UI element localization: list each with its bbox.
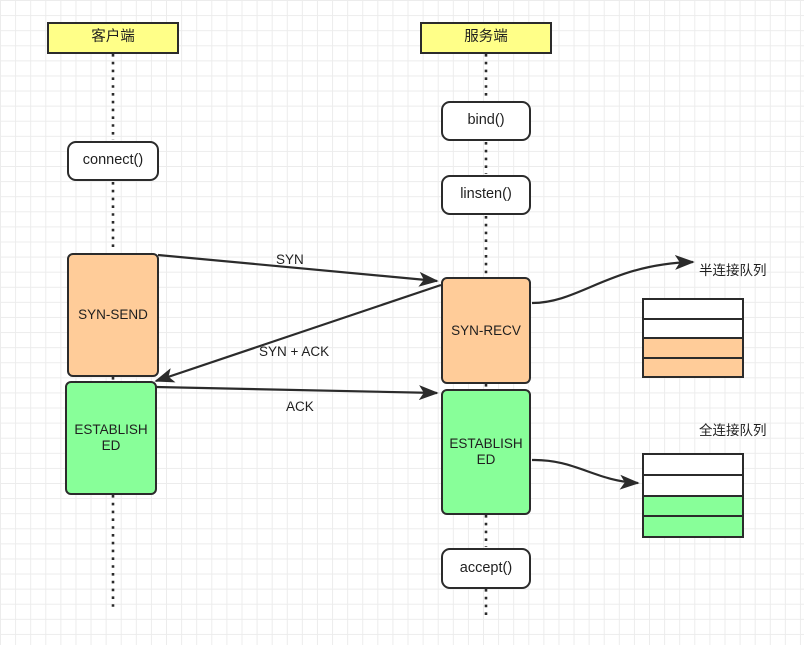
server-node-syn-recv[interactable]: SYN-RECV <box>441 277 531 384</box>
actor-server-label: 服务端 <box>464 29 508 46</box>
queue-row <box>644 496 742 518</box>
full-connection-queue[interactable] <box>642 453 744 538</box>
ack-arrow <box>155 385 439 401</box>
client-node-established[interactable]: ESTABLISH ED <box>65 381 157 495</box>
client-node-established-label: ESTABLISH ED <box>74 422 148 453</box>
queue-row <box>644 358 742 376</box>
queue-row <box>644 455 742 476</box>
server-node-accept[interactable]: accept() <box>441 548 531 589</box>
half-connection-queue[interactable] <box>642 298 744 378</box>
server-node-accept-label: accept() <box>459 559 513 576</box>
queue-row <box>644 517 742 536</box>
actor-client[interactable]: 客户端 <box>47 22 179 54</box>
queue-row <box>644 339 742 359</box>
message-label-ack: ACK <box>286 399 314 414</box>
message-ack-text: ACK <box>286 399 314 414</box>
half-connection-queue-label-text: 半连接队列 <box>699 263 767 278</box>
half-connection-queue-label: 半连接队列 <box>699 259 767 279</box>
server-node-established-label: ESTABLISH ED <box>449 436 523 467</box>
client-node-connect-label: connect() <box>82 152 144 169</box>
actor-client-label: 客户端 <box>91 29 135 46</box>
queue-row <box>644 300 742 320</box>
full-connection-queue-label: 全连接队列 <box>699 419 767 439</box>
queue-row <box>644 319 742 339</box>
full-connection-queue-label-text: 全连接队列 <box>699 423 767 438</box>
client-node-connect[interactable]: connect() <box>67 141 159 181</box>
syn-ack-arrow <box>154 283 442 383</box>
client-node-syn-send[interactable]: SYN-SEND <box>67 253 159 377</box>
queue-row <box>644 475 742 497</box>
message-label-syn-ack: SYN + ACK <box>259 344 329 359</box>
message-syn-ack-text: SYN + ACK <box>259 344 330 359</box>
server-node-linsten-label: linsten() <box>460 186 512 203</box>
full-queue-curve <box>531 458 640 490</box>
server-node-linsten[interactable]: linsten() <box>441 175 531 215</box>
server-node-established[interactable]: ESTABLISH ED <box>441 389 531 515</box>
server-node-bind-label: bind() <box>467 112 505 129</box>
server-node-bind[interactable]: bind() <box>441 101 531 141</box>
server-node-syn-recv-label: SYN-RECV <box>451 322 521 338</box>
client-node-syn-send-label: SYN-SEND <box>78 307 148 323</box>
actor-server[interactable]: 服务端 <box>420 22 552 54</box>
half-queue-curve <box>531 254 695 305</box>
message-syn-text: SYN <box>276 252 304 267</box>
message-label-syn: SYN <box>276 252 304 267</box>
